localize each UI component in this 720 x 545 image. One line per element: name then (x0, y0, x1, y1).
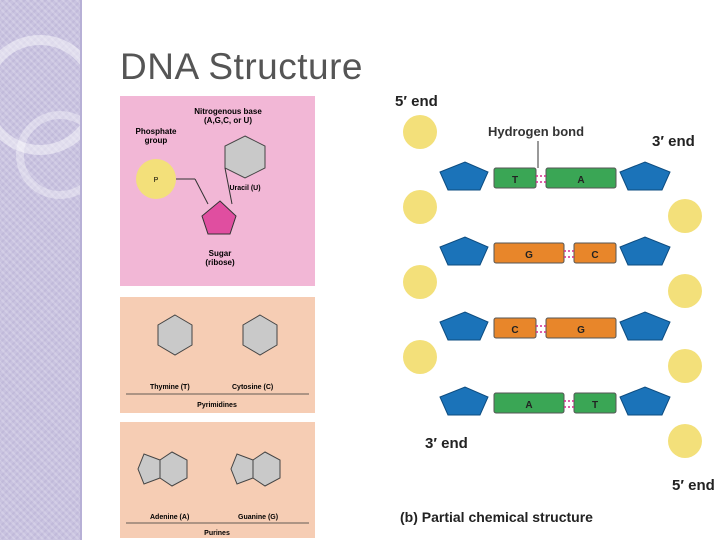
base-letter-right-3: T (592, 400, 598, 411)
base-letter-right-2: G (577, 325, 585, 336)
adenine-imidazole (137, 453, 161, 485)
base-right-1 (573, 242, 617, 264)
base-letter-right-1: C (591, 250, 598, 261)
phosphate-left-0 (403, 115, 437, 149)
guanine-label: Guanine (G) (238, 514, 278, 521)
base-left-0 (493, 167, 537, 189)
adenine-ring (159, 451, 188, 487)
nitrogenous-base-label-1: Nitrogenous base (194, 107, 262, 116)
phosphate-label-2: group (145, 136, 168, 145)
five-prime-end-top-label: 5′ end (395, 93, 438, 110)
thymine-label: Thymine (T) (150, 384, 190, 391)
purines-group-label: Purines (204, 530, 230, 537)
phosphate-circle (136, 159, 176, 199)
decorative-sidebar (0, 0, 104, 540)
dna-ladder-diagram: 5′ end Hydrogen bond 3′ end T A G C C G A T 3′ … (395, 93, 715, 525)
phosphate-left-2 (403, 265, 437, 299)
guanine-imidazole (230, 453, 254, 485)
sidebar-circles (0, 35, 104, 199)
phosphate-right-0 (668, 199, 702, 233)
adenine-label: Adenine (A) (150, 514, 189, 521)
three-prime-end-bottom-label: 3′ end (425, 435, 468, 452)
slide-title: DNA Structure (120, 46, 363, 87)
sugar-right-2 (619, 311, 671, 341)
base-left-2 (493, 317, 537, 339)
phosphate-left-3 (403, 340, 437, 374)
uracil-label: Uracil (U) (229, 185, 260, 192)
phosphate-right-3 (668, 424, 702, 458)
base-right-0 (545, 167, 617, 189)
cytosine-label: Cytosine (C) (232, 384, 273, 391)
phosphate-left-1 (403, 190, 437, 224)
five-prime-end-bottom-label: 5′ end (672, 477, 715, 494)
figure-caption: (b) Partial chemical structure (400, 509, 593, 525)
base-letter-left-2: C (511, 325, 518, 336)
phosphate-right-1 (668, 274, 702, 308)
base-letter-left-1: G (525, 250, 533, 261)
partial-structure-figure: 5′ end Hydrogen bond 3′ end T A G C C G A T 3′ … (380, 88, 720, 540)
base-left-1 (493, 242, 565, 264)
phosphate-p-glyph: P (154, 177, 159, 184)
sugar-right-3 (619, 386, 671, 416)
thymine-ring (157, 314, 193, 356)
hydrogen-bond-label: Hydrogen bond (488, 124, 584, 139)
pyrimidines-diagram: Thymine (T) Cytosine (C) Pyrimidines (126, 314, 309, 409)
sugar-left-1 (439, 236, 489, 266)
base-right-2 (545, 317, 617, 339)
sugar-left-0 (439, 161, 489, 191)
cytosine-ring (242, 314, 278, 356)
uracil-ring (224, 135, 266, 179)
pyrimidines-panel: Thymine (T) Cytosine (C) Pyrimidines (120, 297, 315, 413)
pyrimidines-group-label: Pyrimidines (197, 402, 237, 409)
phosphate-right-2 (668, 349, 702, 383)
sugar-label-2: (ribose) (205, 258, 235, 267)
sugar-left-2 (439, 311, 489, 341)
base-left-3 (493, 392, 565, 414)
sugar-label-1: Sugar (209, 249, 232, 258)
base-letter-right-0: A (577, 175, 584, 186)
base-letter-left-3: A (525, 400, 532, 411)
base-letter-left-0: T (512, 175, 518, 186)
purines-panel: Adenine (A) Guanine (G) Purines (120, 422, 315, 538)
nucleotide-diagram: Nitrogenous base (A,G,C, or U) Phosphate… (136, 107, 266, 267)
sugar-right-0 (619, 161, 671, 191)
three-prime-end-top-label: 3′ end (652, 133, 695, 150)
purines-diagram: Adenine (A) Guanine (G) Purines (126, 451, 309, 537)
sugar-left-3 (439, 386, 489, 416)
nitrogenous-base-label-2: (A,G,C, or U) (204, 116, 252, 125)
ribose-ring (201, 200, 237, 235)
sidebar-divider (80, 0, 82, 540)
nucleotide-panel: Nitrogenous base (A,G,C, or U) Phosphate… (120, 96, 315, 286)
guanine-ring (252, 451, 281, 487)
base-right-3 (573, 392, 617, 414)
sugar-right-1 (619, 236, 671, 266)
phosphate-label-1: Phosphate (136, 127, 177, 136)
